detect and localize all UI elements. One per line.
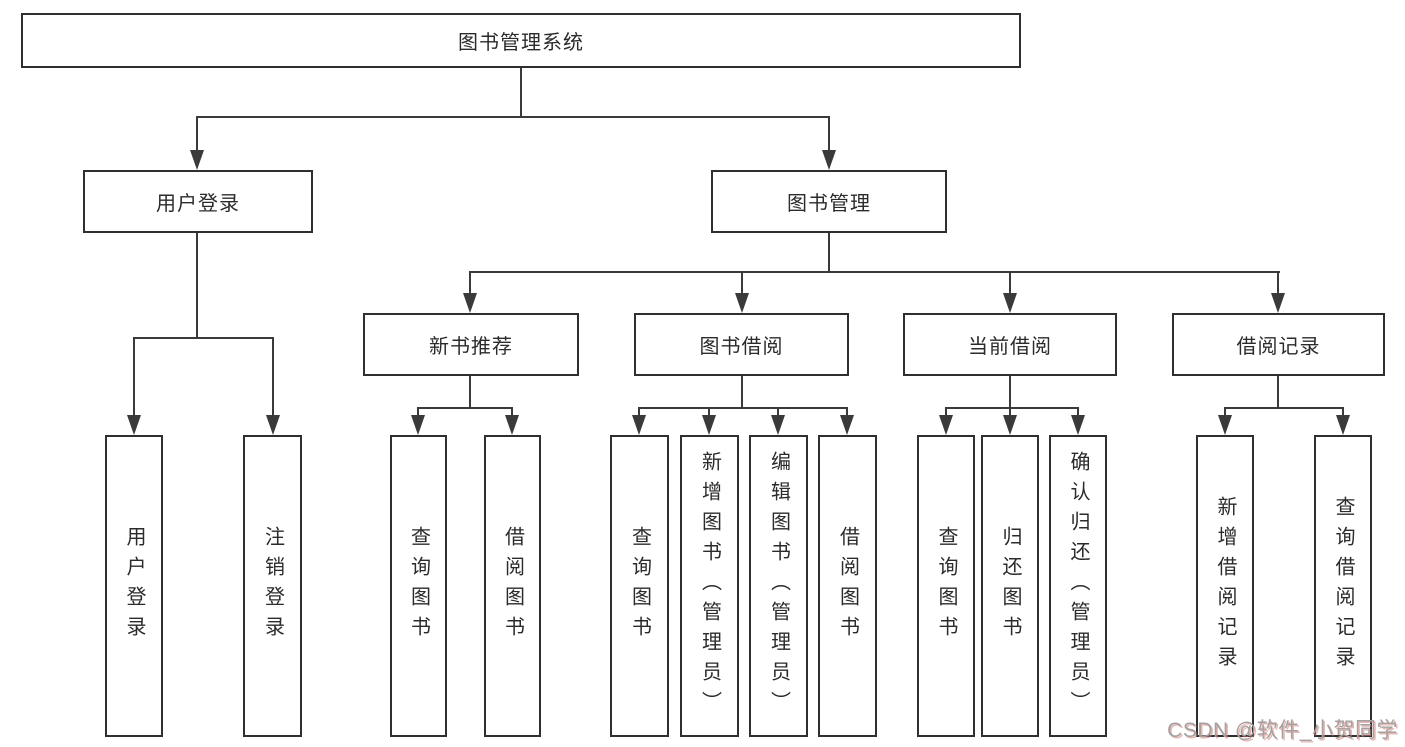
- node-library-management-system: 图书管理系统: [21, 13, 1021, 68]
- connector-line: [520, 68, 522, 117]
- node-br-add-record: 新增借阅记录: [1196, 435, 1254, 737]
- connector-line: [417, 407, 419, 417]
- arrow-down-icon: [1218, 415, 1232, 435]
- node-br-query-record: 查询借阅记录: [1314, 435, 1372, 737]
- node-current-borrowing: 当前借阅: [903, 313, 1117, 376]
- connector-line: [1342, 407, 1344, 417]
- connector-line: [846, 407, 848, 417]
- node-bb-query-books: 查询图书: [610, 435, 669, 737]
- connector-line: [638, 407, 848, 409]
- connector-line: [945, 407, 947, 417]
- arrow-down-icon: [771, 415, 785, 435]
- connector-line: [417, 407, 513, 409]
- arrow-down-icon: [463, 293, 477, 313]
- arrow-down-icon: [190, 150, 204, 170]
- arrow-down-icon: [505, 415, 519, 435]
- node-new-book-recommend: 新书推荐: [363, 313, 579, 376]
- node-bb-add-books-admin: 新增图书（管理员）: [680, 435, 739, 737]
- connector-line: [741, 271, 743, 296]
- arrow-down-icon: [411, 415, 425, 435]
- connector-line: [1224, 407, 1226, 417]
- connector-line: [272, 337, 274, 417]
- connector-line: [469, 376, 471, 408]
- node-book-management: 图书管理: [711, 170, 947, 233]
- connector-line: [741, 376, 743, 408]
- arrow-down-icon: [840, 415, 854, 435]
- node-bb-borrow-books: 借阅图书: [818, 435, 877, 737]
- arrow-down-icon: [702, 415, 716, 435]
- connector-line: [133, 337, 274, 339]
- connector-line: [469, 271, 1280, 273]
- connector-line: [708, 407, 710, 417]
- connector-line: [1009, 271, 1011, 296]
- watermark: CSDN @软件_小贺同学: [1167, 719, 1398, 742]
- arrow-down-icon: [127, 415, 141, 435]
- node-user-login-group: 用户登录: [83, 170, 313, 233]
- node-cb-confirm-return-admin: 确认归还（管理员）: [1049, 435, 1107, 737]
- connector-line: [469, 271, 471, 296]
- node-user-login: 用户登录: [105, 435, 163, 737]
- connector-line: [638, 407, 640, 417]
- arrow-down-icon: [1003, 415, 1017, 435]
- node-borrowing-records: 借阅记录: [1172, 313, 1385, 376]
- connector-line: [945, 407, 1079, 409]
- arrow-down-icon: [822, 150, 836, 170]
- connector-line: [196, 233, 198, 338]
- node-cb-return-books: 归还图书: [981, 435, 1039, 737]
- node-cb-query-books: 查询图书: [917, 435, 975, 737]
- connector-line: [1224, 407, 1344, 409]
- arrow-down-icon: [266, 415, 280, 435]
- arrow-down-icon: [939, 415, 953, 435]
- arrow-down-icon: [1271, 293, 1285, 313]
- arrow-down-icon: [1003, 293, 1017, 313]
- arrow-down-icon: [632, 415, 646, 435]
- node-bb-edit-books-admin: 编辑图书（管理员）: [749, 435, 808, 737]
- arrow-down-icon: [1071, 415, 1085, 435]
- connector-line: [196, 116, 830, 118]
- node-nbr-query-books: 查询图书: [390, 435, 447, 737]
- connector-line: [1277, 271, 1279, 296]
- connector-line: [1077, 407, 1079, 417]
- arrow-down-icon: [735, 293, 749, 313]
- node-logout: 注销登录: [243, 435, 302, 737]
- connector-line: [1009, 376, 1011, 408]
- connector-line: [1009, 407, 1011, 417]
- connector-line: [828, 233, 830, 273]
- connector-line: [511, 407, 513, 417]
- connector-line: [196, 116, 198, 152]
- node-book-borrowing: 图书借阅: [634, 313, 849, 376]
- connector-line: [828, 116, 830, 152]
- node-nbr-borrow-books: 借阅图书: [484, 435, 541, 737]
- connector-line: [1277, 376, 1279, 408]
- connector-line: [133, 337, 135, 417]
- arrow-down-icon: [1336, 415, 1350, 435]
- connector-line: [777, 407, 779, 417]
